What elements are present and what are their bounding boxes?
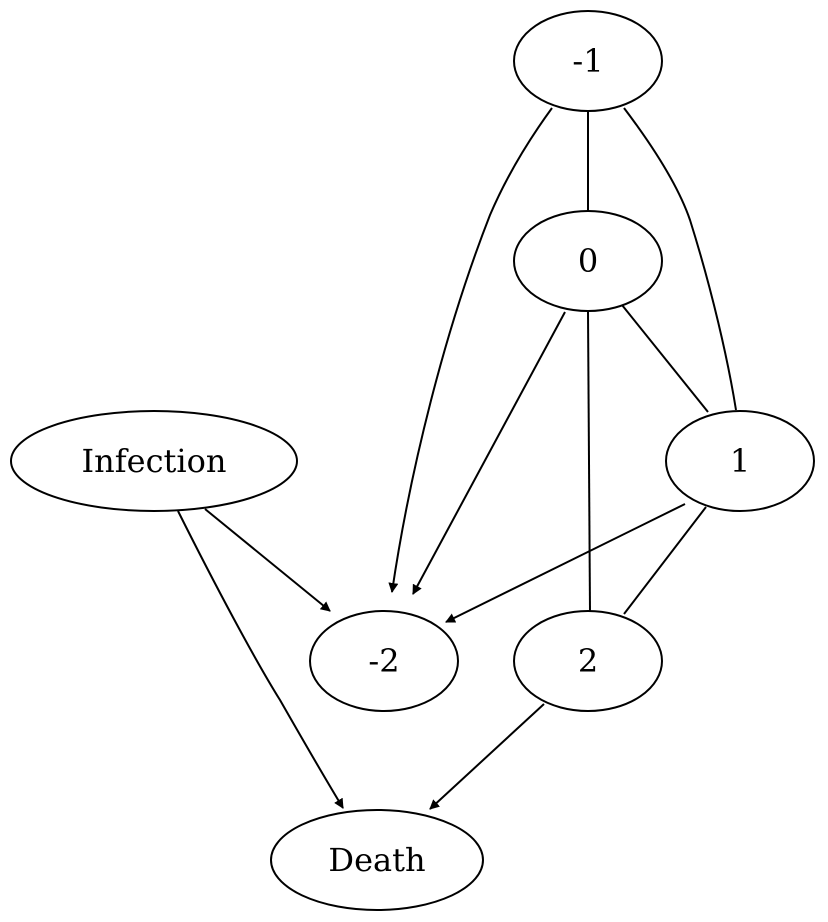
- node-label: Death: [328, 841, 425, 879]
- edge-0-1: [621, 304, 709, 413]
- node-2: 2: [513, 610, 663, 712]
- edge-0-m2: [412, 311, 566, 595]
- node-0: 0: [513, 210, 663, 312]
- node-label: -2: [368, 642, 399, 680]
- edge-2-death: [429, 703, 545, 810]
- edge-m1-m2: [388, 107, 553, 593]
- edge-infection-m2: [204, 508, 331, 612]
- node-infection: Infection: [10, 410, 298, 512]
- node-1: 1: [665, 410, 815, 512]
- node-label: -1: [572, 42, 603, 80]
- edge-1-m2: [445, 503, 686, 623]
- node-label: Infection: [82, 442, 227, 480]
- node-label: 2: [578, 642, 598, 680]
- edge-0-2: [587, 311, 591, 613]
- node-label: 1: [730, 442, 750, 480]
- node-minus-2: -2: [309, 610, 459, 712]
- edge-1-2: [623, 506, 707, 615]
- edge-infection-death: [177, 510, 344, 809]
- edge-m1-1: [623, 107, 737, 411]
- node-label: 0: [578, 242, 598, 280]
- node-death: Death: [270, 809, 484, 911]
- node-minus-1: -1: [513, 10, 663, 112]
